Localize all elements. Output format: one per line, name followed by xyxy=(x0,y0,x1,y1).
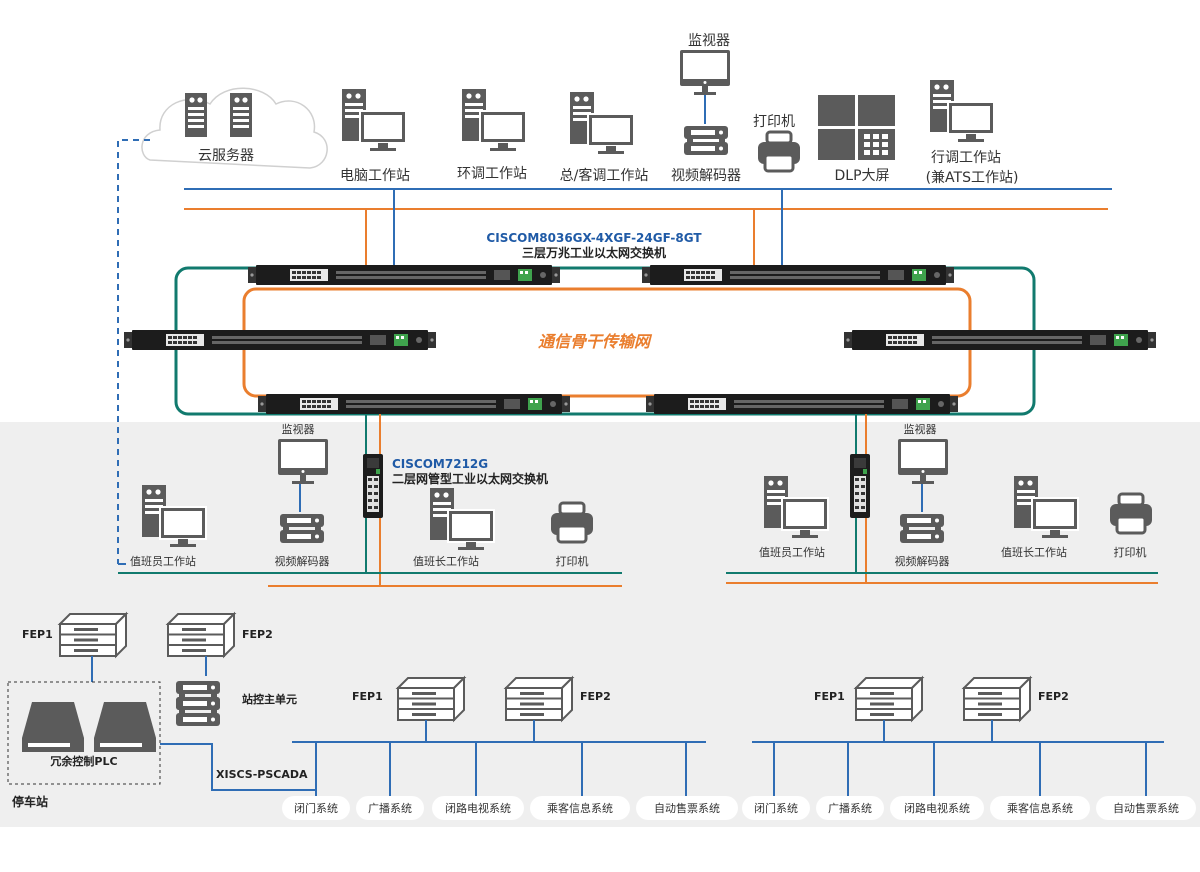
subsystem-box: 闭门系统 xyxy=(282,796,350,820)
core-switch xyxy=(248,265,560,285)
pscada-link-label: XISCS-PSCADA xyxy=(216,768,308,781)
left-decoder-label: 视频解码器 xyxy=(275,554,330,568)
server-rack-icon xyxy=(505,677,573,721)
pscada-link xyxy=(160,743,316,791)
fep2-label: FEP2 xyxy=(242,628,273,641)
cloud-server-icon xyxy=(230,93,252,137)
subsystem-label: 闭门系统 xyxy=(294,801,338,815)
server-rack-icon xyxy=(963,677,1031,721)
top-printer-label: 打印机 xyxy=(753,113,795,130)
subsystem-label: 闭门系统 xyxy=(754,801,798,815)
top-workstation-label: 电脑工作站 xyxy=(340,168,410,184)
top-workstation-label: 环调工作站 xyxy=(457,166,527,182)
left-duty-ws-label: 值班员工作站 xyxy=(130,554,196,568)
cloud-server-icon xyxy=(185,93,207,137)
server-rack-icon xyxy=(59,613,127,657)
plc-icon xyxy=(94,702,156,752)
core-switch xyxy=(646,394,958,414)
right-chief-ws-label: 值班长工作站 xyxy=(1001,545,1067,559)
subsystem-label: 自动售票系统 xyxy=(654,801,720,815)
plc-group-box xyxy=(7,681,161,785)
monitor-icon xyxy=(680,50,730,95)
video-decoder-icon xyxy=(684,126,728,155)
subsystem-label: 闭路电视系统 xyxy=(445,801,511,815)
subsystem-label: 闭路电视系统 xyxy=(904,801,970,815)
server-rack-icon xyxy=(855,677,923,721)
core-switch xyxy=(124,330,436,350)
backbone-ring-label: 通信骨干传输网 xyxy=(538,332,653,351)
subsystem-box: 闭路电视系统 xyxy=(432,796,524,820)
subsystem-label: 广播系统 xyxy=(368,801,412,815)
access-switch xyxy=(850,454,870,518)
workstation-icon xyxy=(341,88,407,152)
fep1-label: FEP1 xyxy=(814,690,845,703)
access-switch-model: CISCOM7212G xyxy=(392,457,488,471)
subsystem-label: 自动售票系统 xyxy=(1113,801,1179,815)
subsystem-box: 广播系统 xyxy=(356,796,424,820)
right-printer-label: 打印机 xyxy=(1114,545,1147,559)
server-rack-icon xyxy=(167,613,235,657)
subsystem-label: 乘客信息系统 xyxy=(1007,801,1073,815)
printer-icon xyxy=(756,130,802,173)
right-duty-ws-label: 值班员工作站 xyxy=(759,545,825,559)
cloud-server-label: 云服务器 xyxy=(198,148,254,164)
core-switch-model: CISCOM8036GX-4XGF-24GF-8GT xyxy=(486,231,702,245)
subsystem-box: 自动售票系统 xyxy=(1096,796,1196,820)
right-decoder-label: 视频解码器 xyxy=(895,554,950,568)
access-switch-desc: 二层网管型工业以太网交换机 xyxy=(392,471,548,486)
dlp-label: DLP大屏 xyxy=(834,168,889,184)
station-unit-label: 站控主单元 xyxy=(242,692,297,706)
plc-label: 冗余控制PLC xyxy=(49,754,117,768)
subsystem-box: 乘客信息系统 xyxy=(530,796,630,820)
right-monitor-label: 监视器 xyxy=(904,422,937,436)
top-monitor-label: 监视器 xyxy=(688,33,730,49)
subsystem-box: 乘客信息系统 xyxy=(990,796,1090,820)
subsystem-label: 广播系统 xyxy=(828,801,872,815)
fep2-label: FEP2 xyxy=(580,690,611,703)
fep1-label: FEP1 xyxy=(352,690,383,703)
line-station-sublabel: (兼ATS工作站) xyxy=(926,170,1019,186)
line-station-label: 行调工作站 xyxy=(931,150,1001,166)
core-switch xyxy=(642,265,954,285)
dlp-video-wall-icon xyxy=(818,95,895,160)
subsystem-label: 乘客信息系统 xyxy=(547,801,613,815)
core-switch-desc: 三层万兆工业以太网交换机 xyxy=(522,245,666,260)
left-printer-label: 打印机 xyxy=(556,554,589,568)
workstation-icon xyxy=(929,79,995,143)
top-decoder-label: 视频解码器 xyxy=(671,168,741,184)
plc-icon xyxy=(22,702,84,752)
workstation-icon xyxy=(461,88,527,152)
core-switch xyxy=(258,394,570,414)
subsystem-box: 广播系统 xyxy=(816,796,884,820)
subsystem-box: 闭路电视系统 xyxy=(890,796,984,820)
subsystem-box: 闭门系统 xyxy=(742,796,810,820)
server-rack-icon xyxy=(397,677,465,721)
top-workstation-label: 总/客调工作站 xyxy=(560,167,649,184)
workstation-icon xyxy=(569,91,635,155)
subsystem-box: 自动售票系统 xyxy=(636,796,738,820)
fep1-label: FEP1 xyxy=(22,628,53,641)
core-switch xyxy=(844,330,1156,350)
access-switch xyxy=(363,454,383,518)
left-chief-ws-label: 值班长工作站 xyxy=(413,554,479,568)
left-monitor-label: 监视器 xyxy=(282,422,315,436)
fep2-label: FEP2 xyxy=(1038,690,1069,703)
parking-station-label: 停车站 xyxy=(12,794,48,809)
